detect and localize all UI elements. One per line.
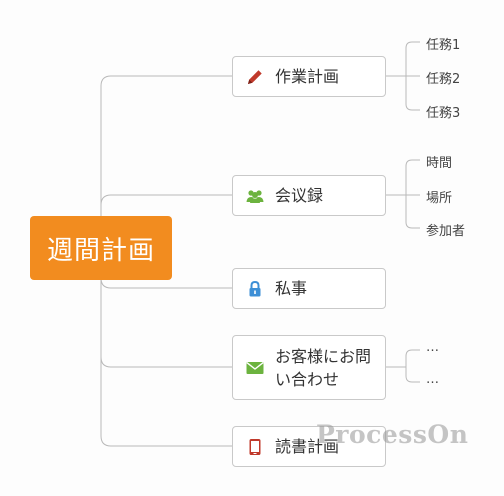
- branch-sagyo-keikaku[interactable]: 作業計画: [232, 56, 386, 97]
- leaf-jikan[interactable]: 時間: [426, 156, 453, 171]
- branch-label: 読書計画: [275, 437, 340, 456]
- leaf-basho[interactable]: 場所: [426, 191, 453, 206]
- connector-kaigiroku: [100, 194, 232, 206]
- leaf-ninmu1[interactable]: 任務1: [426, 38, 461, 53]
- branch-kaigiroku[interactable]: 会议録: [232, 175, 386, 216]
- branch-label: 会议録: [275, 186, 324, 205]
- leaf-bracket-1: [386, 41, 420, 111]
- branch-label: お客様にお問 い合わせ: [275, 345, 371, 391]
- trunk-line-lower: [100, 280, 232, 447]
- branch-label: 私事: [275, 279, 308, 298]
- leaf-sankasha[interactable]: 参加者: [426, 224, 466, 239]
- branch-label: 作業計画: [275, 67, 340, 86]
- central-topic-label: 週間計画: [46, 235, 155, 266]
- connector-inquiry: [100, 356, 232, 368]
- people-icon: [245, 186, 265, 206]
- leaf-ellipsis-2[interactable]: …: [426, 372, 439, 387]
- leaf-ninmu2[interactable]: 任務2: [426, 72, 461, 87]
- branch-shiji[interactable]: 私事: [232, 268, 386, 309]
- branch-label-line2: い合わせ: [275, 369, 340, 389]
- trunk-line: [100, 75, 232, 216]
- pencil-icon: [245, 67, 265, 87]
- central-topic[interactable]: 週間計画: [30, 216, 172, 280]
- tablet-icon: [245, 437, 265, 457]
- branch-okyakusama-toiawase[interactable]: お客様にお問 い合わせ: [232, 335, 386, 400]
- leaf-ellipsis-1[interactable]: …: [426, 340, 439, 355]
- watermark-logo: ProcessOn: [316, 420, 469, 449]
- leaf-ninmu3[interactable]: 任務3: [426, 106, 461, 121]
- leaf-bracket-2: [386, 159, 420, 229]
- leaf-bracket-4: [386, 349, 420, 383]
- lock-icon: [245, 279, 265, 299]
- envelope-icon: [245, 358, 265, 378]
- branch-dokusho-keikaku[interactable]: 読書計画: [232, 426, 386, 467]
- branch-label-line1: お客様にお問: [275, 346, 372, 366]
